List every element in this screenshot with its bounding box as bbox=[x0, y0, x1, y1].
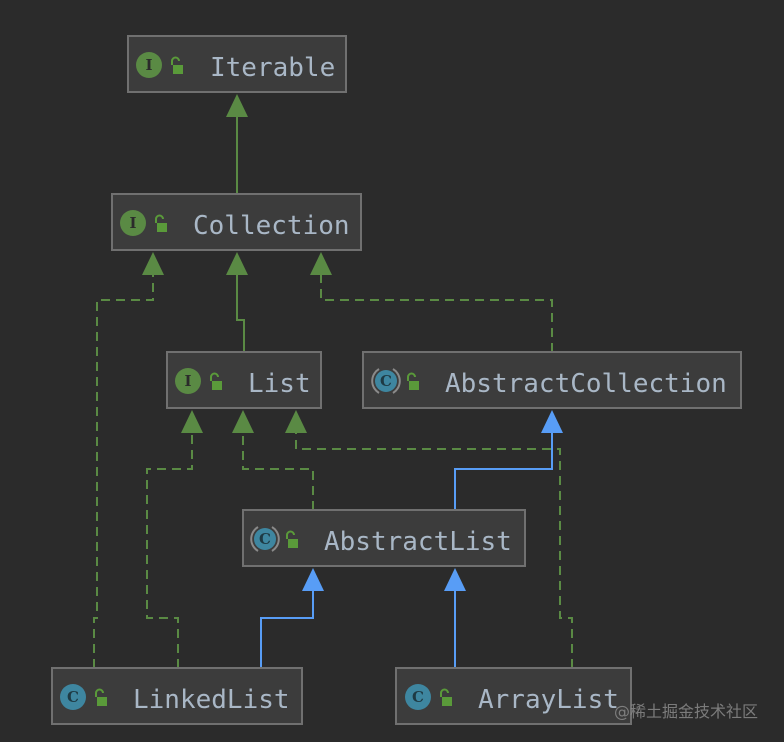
node-label: ArrayList bbox=[478, 685, 619, 715]
class-icon-letter: C bbox=[412, 688, 424, 706]
node-arraylist[interactable]: C ArrayList bbox=[395, 667, 632, 725]
node-label: AbstractList bbox=[324, 527, 512, 557]
class-icon bbox=[60, 684, 86, 710]
interface-icon bbox=[175, 368, 201, 394]
node-iterable[interactable]: I Iterable bbox=[127, 35, 347, 93]
edges bbox=[93, 116, 573, 668]
arrowhead-collection-3 bbox=[310, 252, 332, 275]
class-icon-letter: C bbox=[67, 688, 79, 706]
interface-icon-letter: I bbox=[184, 372, 191, 390]
node-collection[interactable]: I Collection bbox=[111, 193, 362, 251]
abstract-bracket bbox=[371, 368, 380, 394]
abstract-bracket bbox=[250, 526, 259, 552]
edge-abstractlist-list bbox=[242, 432, 314, 510]
node-label: Iterable bbox=[210, 53, 335, 83]
arrowhead-abstractlist-2 bbox=[444, 568, 466, 591]
node-label: LinkedList bbox=[133, 685, 290, 715]
arrowhead-collection-1 bbox=[142, 252, 164, 275]
node-label: AbstractCollection bbox=[445, 369, 727, 399]
node-linkedlist[interactable]: C LinkedList bbox=[51, 667, 303, 725]
interface-icon bbox=[136, 52, 162, 78]
edge-arraylist-list bbox=[295, 432, 573, 668]
abstract-bracket bbox=[271, 526, 280, 552]
edge-linkedlist-list bbox=[146, 432, 193, 668]
node-list[interactable]: I List bbox=[166, 351, 322, 409]
edge-abstractlist-abstractcollection bbox=[454, 432, 553, 510]
abstract-class-icon bbox=[375, 370, 397, 392]
arrowheads bbox=[142, 94, 563, 591]
arrowhead-list-3 bbox=[285, 410, 307, 433]
edge-abstractcollection-collection bbox=[320, 274, 553, 352]
arrowhead-iterable bbox=[226, 94, 248, 117]
interface-icon bbox=[120, 210, 146, 236]
node-abstractlist[interactable]: C AbstractList bbox=[242, 509, 526, 567]
arrowhead-list-1 bbox=[181, 410, 203, 433]
node-label: List bbox=[248, 369, 311, 399]
edge-linkedlist-abstractlist bbox=[260, 590, 314, 668]
class-icon-letter: C bbox=[380, 372, 392, 390]
abstract-class-icon bbox=[254, 528, 276, 550]
arrowhead-abstractlist-1 bbox=[302, 568, 324, 591]
edge-list-collection bbox=[236, 274, 245, 352]
node-label: Collection bbox=[193, 211, 350, 241]
arrowhead-list-2 bbox=[232, 410, 254, 433]
class-icon bbox=[405, 684, 431, 710]
arrowhead-collection-2 bbox=[226, 252, 248, 275]
node-abstractcollection[interactable]: C AbstractCollection bbox=[362, 351, 742, 409]
arrowhead-abstractcollection bbox=[541, 410, 563, 433]
interface-icon-letter: I bbox=[145, 56, 152, 74]
interface-icon-letter: I bbox=[129, 214, 136, 232]
class-icon-letter: C bbox=[259, 530, 271, 548]
watermark: @稀土掘金技术社区 bbox=[614, 702, 758, 721]
abstract-bracket bbox=[392, 368, 401, 394]
edge-linkedlist-collection bbox=[93, 274, 154, 668]
